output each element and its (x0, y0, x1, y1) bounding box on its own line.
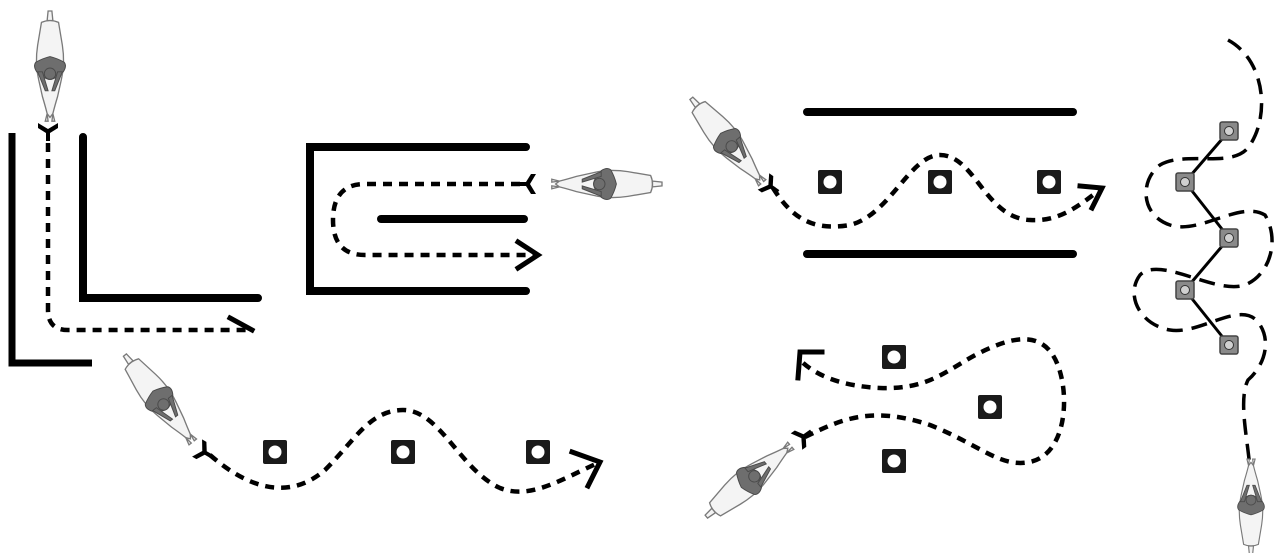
l-corridor-inner-wall (79, 133, 262, 302)
cone-icon (1175, 172, 1195, 192)
u-turn-path (330, 181, 535, 258)
slalom-between-rails-pattern (678, 87, 1106, 258)
cone-icon (978, 395, 1002, 419)
figure-loop-pattern (695, 337, 1067, 530)
cone-icon (1219, 335, 1239, 355)
cone-icon (1219, 121, 1239, 141)
figure-loop-path (798, 337, 1067, 466)
horse-rider-icon (695, 433, 802, 530)
u-turn-corridor-pattern (306, 143, 663, 295)
arrow-head-icon (226, 314, 256, 334)
l-corridor-path (45, 143, 252, 333)
horse-rider-icon (1237, 458, 1265, 553)
start-marker-icon (790, 423, 817, 450)
arrow-head-icon (795, 349, 825, 381)
start-marker-icon (518, 174, 536, 194)
l-corridor-pattern (8, 10, 262, 367)
cone-icon (263, 440, 287, 464)
horse-rider-icon (678, 87, 775, 194)
cone-icon (818, 170, 842, 194)
arrow-head-icon (1077, 183, 1106, 212)
cone-icon (928, 170, 952, 194)
cone-icon (1037, 170, 1061, 194)
arrow-head-icon (568, 448, 604, 490)
cone-icon (526, 440, 550, 464)
cone-icon (882, 345, 906, 369)
slalom-lower-left-path (208, 407, 601, 494)
cone-icon (391, 440, 415, 464)
horse-rider-icon (112, 344, 206, 453)
horse-rider-icon (33, 10, 67, 122)
cone-icon (1219, 228, 1239, 248)
slalom-lower-left-pattern (112, 344, 604, 494)
rails-slalom-path (771, 152, 1104, 229)
chained-circles-pattern (1132, 38, 1274, 553)
start-marker-icon (192, 439, 218, 466)
horse-rider-icon (551, 167, 663, 201)
l-corridor-outer-wall (8, 133, 92, 367)
u-turn-outer-wall (306, 143, 530, 295)
cone-icon (882, 449, 906, 473)
arrow-head-icon (514, 238, 543, 272)
cone-icon (1175, 280, 1195, 300)
start-marker-icon (38, 123, 58, 141)
chained-circles-path (1132, 38, 1274, 471)
